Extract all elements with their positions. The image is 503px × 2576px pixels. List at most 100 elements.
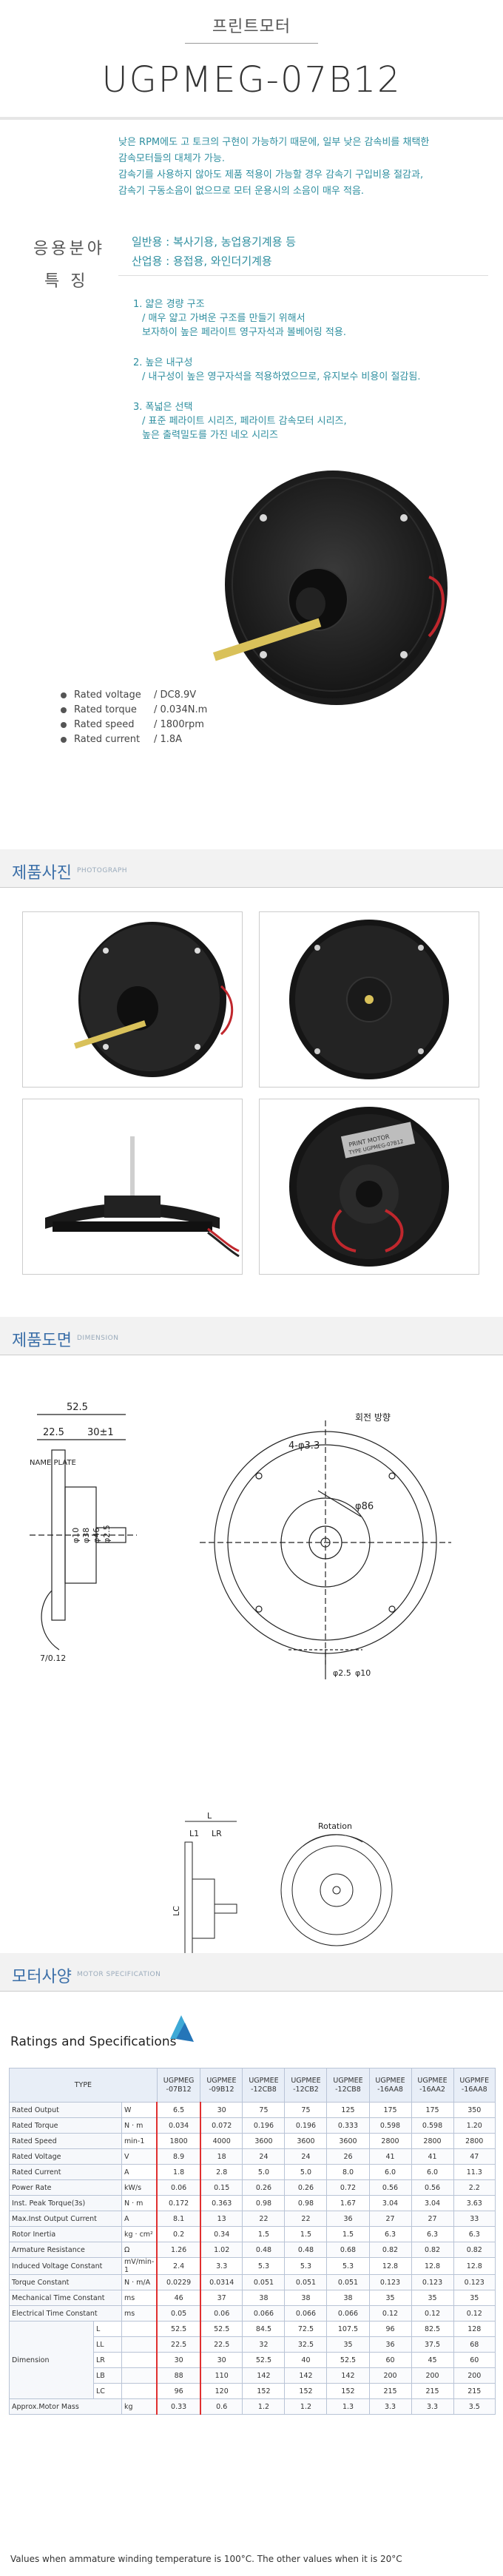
application-divider (118, 275, 488, 276)
table-cell: 0.12 (411, 2305, 454, 2322)
row-unit: ms (121, 2290, 158, 2306)
row-item-label: Torque Constant (9, 2274, 122, 2290)
table-cell: 40 (284, 2352, 328, 2368)
section-band-dimension: 제품도면 DIMENSION (0, 1317, 503, 1355)
row-unit (121, 2321, 158, 2337)
table-cell: 0.0229 (156, 2274, 201, 2290)
table-cell: 6.3 (411, 2226, 454, 2242)
section-title: 제품사진 (12, 864, 72, 883)
table-cell: 1.67 (326, 2195, 370, 2211)
section-band-spec: 모터사양 MOTOR SPECIFICATION (0, 1953, 503, 1992)
dim-label: φ10 (71, 1528, 81, 1543)
table-cell: 60 (453, 2352, 496, 2368)
table-cell: 52.5 (326, 2352, 370, 2368)
table-cell: 1.8 (156, 2164, 201, 2180)
table-cell: 22 (242, 2211, 286, 2227)
row-unit: kg · cm² (121, 2226, 158, 2242)
table-cell: 1.5 (326, 2226, 370, 2242)
table-cell: 1.20 (453, 2117, 496, 2134)
motor-angle-image (74, 922, 234, 1077)
dimension-drawing: 52.5 22.5 30±1 φ10 φ38 φ46 φ2.5 NAME PLA… (30, 1402, 451, 1679)
table-cell: 5.3 (242, 2257, 286, 2275)
dim-label: φ10 (355, 1668, 371, 1678)
table-cell: 27 (411, 2211, 454, 2227)
section-subtitle: MOTOR SPECIFICATION (77, 1971, 161, 1978)
table-cell: 88 (156, 2367, 201, 2384)
intro-line: 감속기를 사용하지 않아도 제품 적용이 가능할 경우 감속기 구입비용 절감과… (118, 169, 424, 181)
table-cell: 35 (411, 2290, 454, 2306)
table-cell: 22.5 (156, 2336, 201, 2353)
model-header: UGPMEE -16AA8 (368, 2068, 412, 2103)
table-cell: 30 (200, 2352, 243, 2368)
table-cell: 215 (453, 2383, 496, 2399)
table-cell: 0.98 (284, 2195, 328, 2211)
table-cell: 0.98 (242, 2195, 286, 2211)
section-band-photo: 제품사진 PHOTOGRAPH (0, 849, 503, 888)
table-cell: 0.33 (156, 2398, 201, 2415)
table-cell: 8.9 (156, 2148, 201, 2165)
table-cell: 0.051 (242, 2274, 286, 2290)
table-cell: 200 (411, 2367, 454, 2384)
table-cell: 0.196 (284, 2117, 328, 2134)
bullet-icon (61, 707, 67, 713)
table-cell: 0.06 (200, 2305, 243, 2322)
table-cell: 120 (200, 2383, 243, 2399)
row-unit: N · m/A (121, 2274, 158, 2290)
table-cell: 1.3 (326, 2398, 370, 2415)
table-cell: 0.0314 (200, 2274, 243, 2290)
table-note: Values when ammature winding temperature… (10, 2554, 402, 2564)
table-cell: 175 (368, 2102, 412, 2118)
table-cell: 0.2 (156, 2226, 201, 2242)
table-cell: 3.5 (453, 2398, 496, 2415)
table-cell: 3.3 (200, 2257, 243, 2275)
feature-item: / 표준 페라이트 시리즈, 페라이트 감속모터 시리즈, (142, 416, 347, 427)
table-cell: 107.5 (326, 2321, 370, 2337)
model-header: UGPMEE -16AA2 (411, 2068, 454, 2103)
spec-row: Rated voltage/ DC8.9V (61, 688, 207, 703)
table-cell: 8.0 (326, 2164, 370, 2180)
dim-label: φ2.5 (102, 1525, 112, 1543)
table-cell: 5.3 (326, 2257, 370, 2275)
feature-title: 3. 폭넓은 선택 (133, 402, 193, 413)
table-cell: 2800 (368, 2133, 412, 2149)
table-cell: 0.051 (326, 2274, 370, 2290)
intro-line: 감속모터들의 대체가 가능. (118, 153, 225, 164)
header-bar (0, 117, 503, 120)
table-cell: 0.333 (326, 2117, 370, 2134)
row-item-label: Rated Current (9, 2164, 122, 2180)
type-header: TYPE (9, 2068, 158, 2103)
table-cell: 41 (368, 2148, 412, 2165)
section-title: 모터사양 (12, 1968, 72, 1986)
row-unit: N · m (121, 2195, 158, 2211)
table-cell: 0.05 (156, 2305, 201, 2322)
section-rule (0, 887, 503, 888)
dim-label: 30±1 (87, 1427, 114, 1438)
model-header: UGPMEG -07B12 (156, 2068, 201, 2103)
table-cell: 200 (368, 2367, 412, 2384)
row-item-label: Armature Resistance (9, 2242, 122, 2258)
table-cell: 45 (411, 2352, 454, 2368)
application-line: 일반용 : 복사기용, 농업용기계용 등 (132, 235, 297, 249)
table-cell: 36 (368, 2336, 412, 2353)
table-cell: 75 (284, 2102, 328, 2118)
section-subtitle: PHOTOGRAPH (77, 867, 128, 874)
table-cell: 0.066 (242, 2305, 286, 2322)
spec-label: Rated current (74, 734, 141, 745)
table-cell: 0.363 (200, 2195, 243, 2211)
table-cell: 12.8 (368, 2257, 412, 2275)
row-item-label: Inst. Peak Torque(3s) (9, 2195, 122, 2211)
table-cell: 11.3 (453, 2164, 496, 2180)
header-divider (185, 43, 318, 44)
table-cell: 33 (453, 2211, 496, 2227)
row-item-label: Rated Voltage (9, 2148, 122, 2165)
